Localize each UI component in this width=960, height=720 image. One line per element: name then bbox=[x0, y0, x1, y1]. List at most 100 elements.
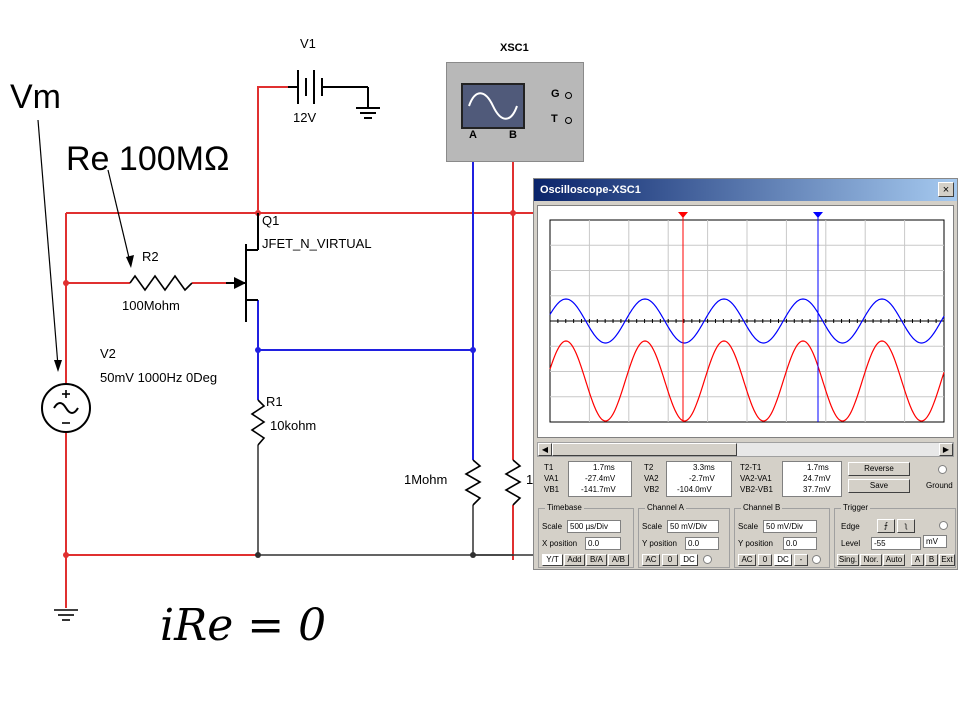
v2-name: V2 bbox=[100, 346, 116, 361]
trigger-radio[interactable] bbox=[939, 521, 948, 530]
oscilloscope-window[interactable]: Oscilloscope-XSC1 × ◀ ▶ T1 VA1 VB1 1.7ms… bbox=[533, 178, 958, 570]
timebase-scale-field[interactable]: 500 µs/Div bbox=[567, 520, 621, 533]
xsc1-terminal-g: G bbox=[551, 88, 560, 100]
r1-name: R1 bbox=[266, 394, 283, 409]
readout-va2va1-value: 24.7mV bbox=[803, 474, 831, 483]
q1-model: JFET_N_VIRTUAL bbox=[262, 236, 372, 251]
falling-edge-icon[interactable]: ʅ bbox=[897, 519, 915, 533]
oscilloscope-title-bar[interactable]: Oscilloscope-XSC1 bbox=[534, 179, 957, 201]
trigger-level-label: Level bbox=[841, 539, 861, 548]
readout-vb2-value: -104.0mV bbox=[677, 485, 712, 494]
xsc1-terminal-a: A bbox=[469, 129, 477, 141]
channel-a-group: Channel A Scale 50 mV/Div Y position 0.0… bbox=[638, 503, 730, 568]
yt-button[interactable]: Y/T bbox=[542, 554, 563, 566]
vm-annotation: Vm bbox=[10, 78, 61, 116]
xsc1-name: XSC1 bbox=[500, 42, 529, 54]
rscope-value-cut: 1 bbox=[526, 472, 534, 487]
single-button[interactable]: Sing. bbox=[837, 554, 859, 566]
channel-b-group: Channel B Scale 50 mV/Div Y position 0.0… bbox=[734, 503, 830, 568]
channel-b-ac-button[interactable]: AC bbox=[738, 554, 756, 566]
scope-display[interactable] bbox=[537, 205, 954, 438]
readout-t2-label: T2 bbox=[644, 463, 654, 472]
ground-label: Ground bbox=[926, 481, 953, 490]
readout-vb1-value: -141.7mV bbox=[581, 485, 616, 494]
v1-value: 12V bbox=[293, 110, 317, 125]
channel-b-scale-field[interactable]: 50 mV/Div bbox=[763, 520, 817, 533]
channel-b-zero-button[interactable]: 0 bbox=[758, 554, 772, 566]
oscilloscope-title: Oscilloscope-XSC1 bbox=[540, 184, 641, 196]
scope-graticule bbox=[549, 212, 945, 423]
channel-a-radio[interactable] bbox=[703, 555, 712, 564]
trigger-edge-label: Edge bbox=[841, 522, 860, 531]
channel-b-radio[interactable] bbox=[812, 555, 821, 564]
auto-button[interactable]: Auto bbox=[883, 554, 905, 566]
rscope-value: 1Mohm bbox=[404, 472, 448, 487]
channel-a-dc-button[interactable]: DC bbox=[680, 554, 698, 566]
readout-va2-label: VA2 bbox=[644, 474, 659, 483]
save-button[interactable]: Save bbox=[848, 479, 910, 493]
readout-vb1-label: VB1 bbox=[544, 485, 560, 494]
trigger-level-field[interactable]: -55 bbox=[871, 537, 921, 550]
ab-button[interactable]: A/B bbox=[608, 554, 629, 566]
readout-va2va1-label: VA2-VA1 bbox=[740, 474, 772, 483]
reverse-button[interactable]: Reverse bbox=[848, 462, 910, 476]
channel-a-zero-button[interactable]: 0 bbox=[662, 554, 678, 566]
ba-button[interactable]: B/A bbox=[586, 554, 607, 566]
channel-b-invert-button[interactable]: - bbox=[794, 554, 808, 566]
formula-text: iRe = 0 bbox=[160, 600, 327, 651]
timebase-xpos-field[interactable]: 0.0 bbox=[585, 537, 621, 550]
channel-a-title: Channel A bbox=[645, 503, 686, 512]
channel-a-scale-label: Scale bbox=[642, 522, 663, 531]
r1-value: 10kohm bbox=[270, 418, 317, 433]
normal-button[interactable]: Nor. bbox=[860, 554, 882, 566]
rising-edge-icon[interactable]: ⨍ bbox=[877, 519, 895, 533]
readout-t1-label: T1 bbox=[544, 463, 554, 472]
timebase-title: Timebase bbox=[545, 503, 584, 512]
channel-b-scale-label: Scale bbox=[738, 522, 759, 531]
scroll-thumb[interactable] bbox=[552, 443, 737, 456]
readout-box-3: 1.7ms 24.7mV 37.7mV bbox=[782, 461, 842, 497]
trigger-ext-button[interactable]: Ext bbox=[939, 554, 955, 566]
readout-t1-value: 1.7ms bbox=[593, 463, 615, 472]
trigger-a-button[interactable]: A bbox=[911, 554, 924, 566]
channel-b-ypos-label: Y position bbox=[738, 539, 773, 548]
q1-name: Q1 bbox=[262, 213, 280, 228]
horizontal-scrollbar[interactable]: ◀ ▶ bbox=[537, 442, 954, 457]
channel-a-ac-button[interactable]: AC bbox=[642, 554, 660, 566]
readout-box-1: 1.7ms -27.4mV -141.7mV bbox=[568, 461, 632, 497]
r2-value: 100Mohm bbox=[122, 298, 180, 313]
trigger-group: Trigger Edge ⨍ ʅ Level -55 mV Sing. Nor.… bbox=[834, 503, 956, 568]
scroll-right-icon[interactable]: ▶ bbox=[939, 443, 953, 456]
channel-a-ypos-field[interactable]: 0.0 bbox=[685, 537, 719, 550]
readout-vb2vb1-label: VB2-VB1 bbox=[740, 485, 773, 494]
channel-b-title: Channel B bbox=[741, 503, 783, 512]
readout-vb2vb1-value: 37.7mV bbox=[803, 485, 831, 494]
readout-vb2-label: VB2 bbox=[644, 485, 660, 494]
v2-value: 50mV 1000Hz 0Deg bbox=[100, 370, 218, 385]
timebase-scale-label: Scale bbox=[542, 522, 563, 531]
readout-va1-label: VA1 bbox=[544, 474, 559, 483]
channel-b-ypos-field[interactable]: 0.0 bbox=[783, 537, 817, 550]
xsc1-instrument[interactable]: G T A B bbox=[446, 62, 584, 162]
re-annotation: Re 100MΩ bbox=[66, 140, 230, 178]
channel-a-scale-field[interactable]: 50 mV/Div bbox=[667, 520, 719, 533]
g-terminal-dot bbox=[565, 92, 572, 99]
readout-t2t1-label: T2-T1 bbox=[740, 463, 762, 472]
readout-box-2: 3.3ms -2.7mV -104.0mV bbox=[666, 461, 732, 497]
ground-radio[interactable] bbox=[938, 465, 947, 474]
close-icon[interactable]: × bbox=[938, 182, 954, 197]
channel-b-dc-button[interactable]: DC bbox=[774, 554, 792, 566]
readout-va1-value: -27.4mV bbox=[585, 474, 616, 483]
r2-name: R2 bbox=[142, 249, 159, 264]
xsc1-screen bbox=[461, 83, 525, 129]
t-terminal-dot bbox=[565, 117, 572, 124]
trigger-b-button[interactable]: B bbox=[925, 554, 938, 566]
timebase-xpos-label: X position bbox=[542, 539, 578, 548]
add-button[interactable]: Add bbox=[564, 554, 585, 566]
ire-formula: iRe = 0 bbox=[160, 600, 326, 651]
trigger-level-unit[interactable]: mV bbox=[923, 535, 947, 548]
scroll-left-icon[interactable]: ◀ bbox=[538, 443, 552, 456]
readout-t2t1-value: 1.7ms bbox=[807, 463, 829, 472]
xsc1-terminal-t: T bbox=[551, 113, 558, 125]
